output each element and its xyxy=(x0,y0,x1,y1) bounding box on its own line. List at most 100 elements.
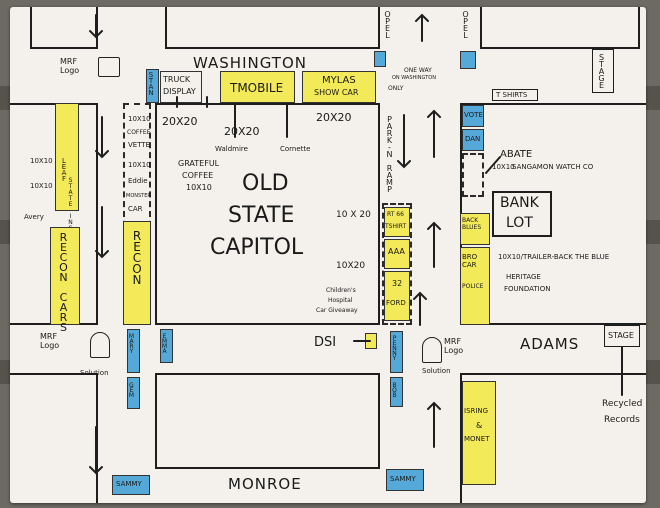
left-col-7: CAR xyxy=(128,205,143,213)
arrow-down-opel xyxy=(397,114,411,169)
left-col-3: VETTE xyxy=(128,141,151,149)
tmobile-label: TMOBILE xyxy=(230,81,284,95)
heritage-1: HERITAGE xyxy=(506,273,541,281)
arrow-left-4 xyxy=(89,426,103,475)
recon-label: RECON xyxy=(130,229,144,284)
size-20x20-a: 20X20 xyxy=(162,115,198,128)
arrow-left-2 xyxy=(95,116,109,159)
mrf-logo-right: MRF Logo xyxy=(444,337,464,355)
gem-label: GEM xyxy=(128,382,135,397)
booth-dan xyxy=(462,129,484,151)
booth-abate xyxy=(462,153,484,197)
vote-label: VOTE xyxy=(464,111,483,119)
booth-truck-display xyxy=(160,71,202,103)
recon-cars-label: RECON CARS xyxy=(57,231,70,331)
bob-label: BOB xyxy=(391,382,398,397)
leaf-label: LEAF xyxy=(60,157,68,181)
recycled-1: Recycled xyxy=(602,399,643,409)
mylas-2: SHOW CAR xyxy=(314,88,359,97)
left-col-4: 10X10 xyxy=(128,161,151,169)
size-10x10-a: 10X10 xyxy=(30,157,53,165)
street-monroe: MONROE xyxy=(228,475,302,493)
booth-gem xyxy=(127,377,140,409)
capitol-block xyxy=(155,103,380,325)
ford-label: FORD xyxy=(386,299,406,307)
capitol-label-1: OLD xyxy=(242,171,289,196)
solution-left: Solution xyxy=(80,369,109,377)
stage-top-label: STAGE xyxy=(597,53,606,88)
booth-bob xyxy=(390,377,403,407)
grateful-1: GRATEFUL xyxy=(178,159,220,168)
mrf-left-icon xyxy=(90,332,110,358)
street-opel-right: OPEL xyxy=(461,10,470,38)
rt66-label: RT 66 xyxy=(387,211,404,218)
arrow-left-1 xyxy=(89,14,103,39)
bank-lot xyxy=(492,191,552,237)
isring-3: MONET xyxy=(464,435,490,443)
size-10x10-b: 10X10 xyxy=(30,182,53,190)
heritage-2: FOUNDATION xyxy=(504,285,551,293)
police-label: POLICE xyxy=(462,283,484,290)
traffic-arrows xyxy=(89,13,623,475)
n32-label: 32 xyxy=(392,279,403,288)
left-col-6: MONSTER xyxy=(126,193,151,199)
mylas-1: MYLAS xyxy=(322,75,356,86)
booth-32-ford xyxy=(384,271,410,321)
street-washington: WASHINGTON xyxy=(193,54,307,72)
capitol-label-2: STATE xyxy=(228,203,295,228)
state-ins: STATE INS. xyxy=(67,177,74,237)
arrow-up-4 xyxy=(427,401,441,448)
bank-lot-label-1: BANK xyxy=(500,195,539,211)
map-sheet: WASHINGTON ADAMS MONROE OPEL OPEL PARK-N… xyxy=(10,7,646,503)
size-20x20-c: 20X20 xyxy=(316,111,352,124)
tshirts-label: T SHIRTS xyxy=(496,91,528,99)
capitol-label-3: CAPITOL xyxy=(210,235,304,260)
arrow-up-5 xyxy=(413,291,427,326)
arrow-up-2 xyxy=(427,109,441,158)
stage-top-box xyxy=(592,49,614,93)
alt-wash-label: ON WASHINGTON xyxy=(392,75,436,81)
arrow-up-3 xyxy=(427,221,441,268)
booth-penny xyxy=(390,331,403,373)
booth-tmobile xyxy=(220,71,295,103)
sangamon-label: 10X10 xyxy=(492,163,515,171)
booth-back-blues xyxy=(460,213,490,245)
mary-kay-label: MARY xyxy=(128,333,135,353)
street-adams: ADAMS xyxy=(520,335,580,353)
childrens-3: Car Giveaway xyxy=(316,307,358,314)
booth-stan-label: STAN xyxy=(147,71,155,95)
booth-isring-monet xyxy=(462,381,496,485)
sammy-left-label: SAMMY xyxy=(116,480,142,488)
mrf-logo-top: MRF Logo xyxy=(60,57,80,75)
avery: Avery xyxy=(24,213,44,221)
cornette: Cornette xyxy=(280,145,311,153)
arrow-left-3 xyxy=(95,206,109,259)
booth-stan xyxy=(146,69,159,103)
emma-label: EMMA xyxy=(161,333,168,353)
booth-sammy-right xyxy=(386,469,424,491)
grateful-2: COFFEE xyxy=(182,171,214,180)
block-bottom-right xyxy=(460,373,646,503)
booth-sammy-left xyxy=(112,475,150,495)
block-bottom-mid xyxy=(155,373,380,469)
sammy-right-label: SAMMY xyxy=(390,475,416,483)
aaa-label: AAA xyxy=(388,247,405,256)
booth-rt66 xyxy=(384,207,410,237)
booth-opel-left xyxy=(374,51,386,67)
street-opel-left: OPEL xyxy=(383,10,392,38)
left-col-1: 10X10 xyxy=(128,115,151,123)
booth-leaf xyxy=(55,103,79,211)
size-10x20-b: 10X20 xyxy=(336,261,366,271)
back-blues-label: BACK BLUES xyxy=(462,217,482,231)
abate-label: ABATE xyxy=(500,149,533,160)
bro-car-label: BRO CAR xyxy=(462,253,478,269)
mrf-logo-left: MRF Logo xyxy=(40,332,60,350)
one-way-label: ONE WAY xyxy=(404,67,432,74)
dsi-label: DSI xyxy=(314,335,337,350)
penny-label: PENNY xyxy=(391,335,398,360)
truck-display-2: DISPLAY xyxy=(163,87,196,96)
isring-2: & xyxy=(476,421,483,430)
booth-recon-cars xyxy=(50,227,80,325)
solution-right: Solution xyxy=(422,367,451,375)
booth-vote xyxy=(462,105,484,127)
